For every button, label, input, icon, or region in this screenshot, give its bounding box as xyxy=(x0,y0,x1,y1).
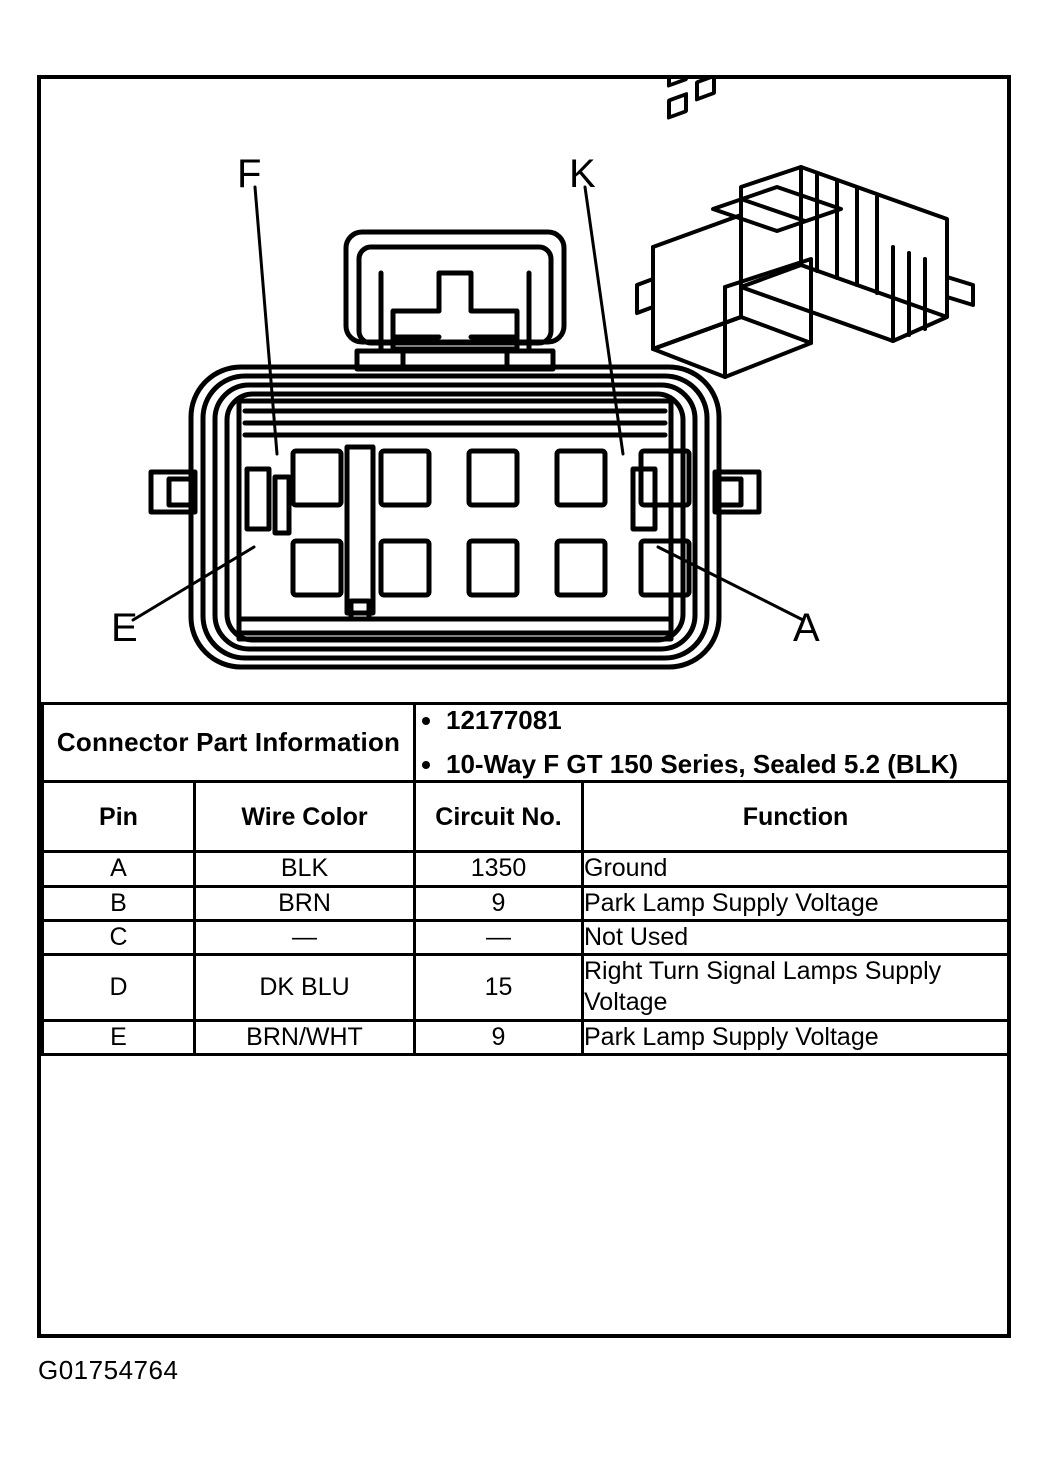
table-header-row: Pin Wire Color Circuit No. Function xyxy=(41,780,1011,854)
callout-label-f: F xyxy=(237,152,261,196)
cell-function: Not Used xyxy=(580,918,1011,957)
connector-isometric-view xyxy=(635,79,975,379)
cell-pin: A xyxy=(41,850,196,888)
connector-illustration-panel: F K E A xyxy=(41,79,1007,702)
connector-part-information-label: Connector Part Information xyxy=(41,701,416,784)
cell-function: Right Turn Signal Lamps Supply Voltage xyxy=(580,953,1011,1022)
table-row: C — — Not Used xyxy=(41,918,1011,957)
table-row: E BRN/WHT 9 Park Lamp Supply Voltage xyxy=(41,1018,1011,1056)
cell-wire-color: BLK xyxy=(193,850,416,888)
cell-wire-color: DK BLU xyxy=(193,953,416,1022)
callout-leader-a xyxy=(656,545,805,622)
column-header-function: Function xyxy=(580,780,1011,854)
cavity-e xyxy=(290,538,344,598)
side-mount-tab-left xyxy=(148,469,198,515)
cavity-f xyxy=(290,448,344,508)
cell-pin: C xyxy=(41,918,196,957)
housing-side-ribs xyxy=(244,466,658,536)
callout-label-k: K xyxy=(569,152,596,196)
cell-circuit-no: 15 xyxy=(413,953,584,1022)
column-header-wire-color: Wire Color xyxy=(193,780,416,854)
connector-part-information-values: 12177081 10-Way F GT 150 Series, Sealed … xyxy=(412,701,1011,784)
cell-pin: D xyxy=(41,953,196,1022)
cell-wire-color: BRN xyxy=(193,884,416,922)
table-row: A BLK 1350 Ground xyxy=(41,850,1011,888)
cell-function: Park Lamp Supply Voltage xyxy=(580,1018,1011,1056)
cavity-row-bottom xyxy=(290,538,692,598)
column-header-circuit-no: Circuit No. xyxy=(413,780,584,854)
table-row: D DK BLU 15 Right Turn Signal Lamps Supp… xyxy=(41,953,1011,1022)
connector-information-table: Connector Part Information 12177081 10-W… xyxy=(41,701,1011,1056)
table-row: B BRN 9 Park Lamp Supply Voltage xyxy=(41,884,1011,922)
cavity-a xyxy=(638,538,692,598)
polarizing-key-rib xyxy=(344,444,376,622)
callout-leader-f xyxy=(253,185,279,456)
cell-function: Park Lamp Supply Voltage xyxy=(580,884,1011,922)
cell-pin: B xyxy=(41,884,196,922)
connector-latch xyxy=(343,229,567,372)
column-header-pin: Pin xyxy=(41,780,196,854)
cell-wire-color: BRN/WHT xyxy=(193,1018,416,1056)
side-mount-tab-right xyxy=(712,469,762,515)
cell-circuit-no: 9 xyxy=(413,1018,584,1056)
cell-pin: E xyxy=(41,1018,196,1056)
connector-drawing: F K E A xyxy=(111,79,975,670)
cell-circuit-no: — xyxy=(413,918,584,957)
cavity-row-top xyxy=(290,448,692,508)
diagram-sheet: F K E A Connector Part Information 12177… xyxy=(37,75,1011,1338)
part-description-item: 10-Way F GT 150 Series, Sealed 5.2 (BLK) xyxy=(416,749,1007,781)
terminal-face-plate xyxy=(236,398,674,642)
connector-part-information-row: Connector Part Information 12177081 10-W… xyxy=(41,701,1011,784)
cavity-k xyxy=(638,448,692,508)
callout-leader-k xyxy=(583,185,625,456)
cell-function: Ground xyxy=(580,850,1011,888)
cell-circuit-no: 1350 xyxy=(413,850,584,888)
cell-wire-color: — xyxy=(193,918,416,957)
callout-label-a: A xyxy=(793,606,820,650)
callout-label-e: E xyxy=(111,606,138,650)
figure-id-label: G01754764 xyxy=(38,1355,179,1385)
part-number-item: 12177081 xyxy=(416,705,1007,737)
cell-circuit-no: 9 xyxy=(413,884,584,922)
